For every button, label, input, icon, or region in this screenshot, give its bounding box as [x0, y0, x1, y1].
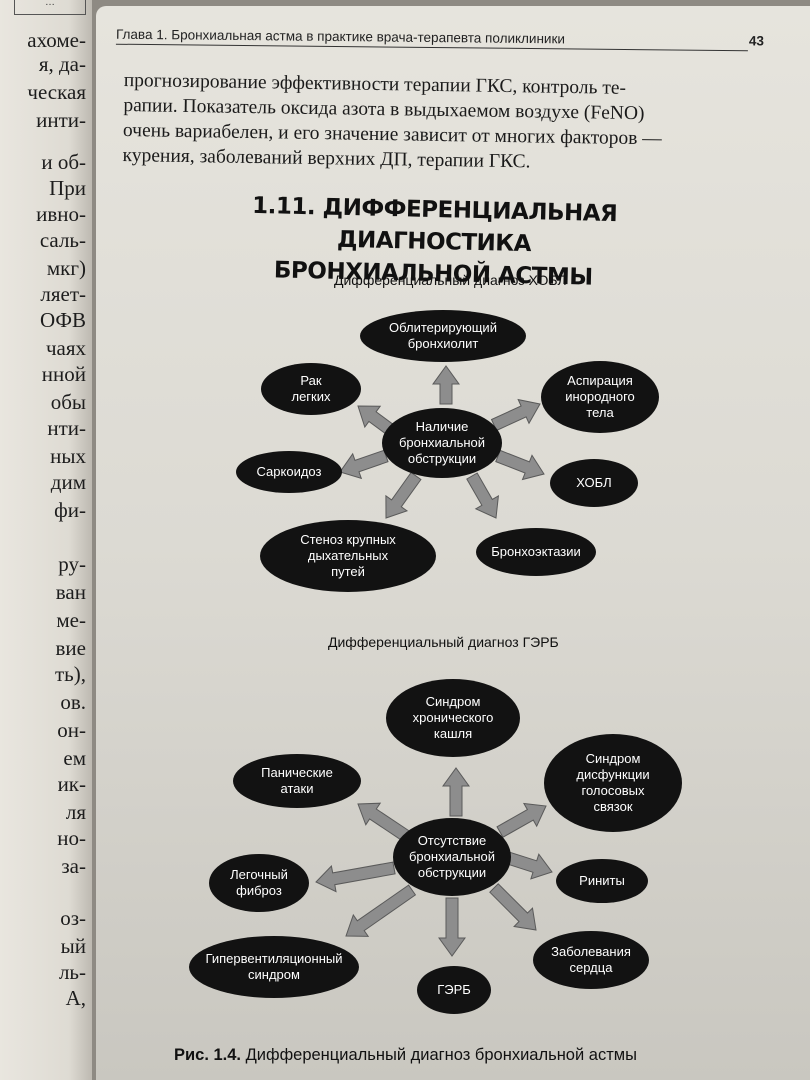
diagram-arrow — [385, 471, 422, 519]
diagram1-node — [261, 363, 361, 415]
left-page-top-mark: … — [14, 0, 86, 15]
left-page-fragment: ля — [65, 800, 86, 824]
left-page-fragment: я, да- — [38, 52, 86, 76]
diagram-arrow — [489, 883, 537, 931]
left-page-fragment: ль- — [58, 960, 86, 984]
left-page-fragment: нти- — [47, 416, 86, 440]
left-page-fragment: нной — [41, 362, 86, 386]
book-page: Глава 1. Бронхиальная астма в практике в… — [96, 6, 810, 1080]
left-page-fragment: за- — [61, 854, 86, 878]
left-page-fragment: и об- — [41, 150, 86, 174]
left-page-fragment: ик- — [57, 772, 86, 796]
diagram-arrow — [339, 449, 389, 480]
diagram-arrow — [357, 802, 410, 842]
left-page-fragment: А, — [65, 986, 86, 1010]
diagram2-node-label: ГЭРБ — [437, 982, 471, 997]
left-page-fragment: ть), — [55, 662, 86, 686]
diagram-arrow — [438, 897, 466, 957]
left-page-fragment: ных — [50, 444, 86, 468]
diagram-arrow — [496, 802, 547, 838]
figure-caption: Рис. 1.4. Дифференциальный диагноз бронх… — [174, 1046, 637, 1065]
left-page-fragment: саль- — [39, 228, 86, 252]
left-page-fragment: ме- — [56, 608, 86, 632]
diagram2-node — [544, 734, 682, 832]
diagram2-node — [209, 854, 309, 912]
diagram2-node — [233, 754, 361, 808]
diagram2-node — [386, 679, 520, 757]
left-page-fragment: оз- — [60, 906, 86, 930]
diagram1-node — [476, 528, 596, 576]
diagram-arrow — [432, 365, 460, 405]
diagram1-node — [260, 520, 436, 592]
left-page-fragment: фи- — [54, 498, 86, 522]
diagram1-node — [541, 361, 659, 433]
diagram-arrow — [495, 449, 545, 481]
differential-diagnosis-diagram — [189, 310, 682, 1014]
left-page-fragment: дим — [50, 470, 86, 494]
diagram2-node — [189, 936, 359, 998]
left-page-fragment: мкг) — [46, 256, 86, 280]
diagram1-node — [550, 459, 638, 507]
left-page-fragment: инти- — [36, 108, 86, 132]
diagram2-node — [556, 859, 648, 903]
diagram2-node — [417, 966, 491, 1014]
diagram2-center-node — [393, 818, 511, 896]
left-page-fragment: ахоме- — [27, 28, 86, 52]
diagram1-node-label: ХОБЛ — [576, 475, 612, 490]
figure-caption-text: Дифференциальный диагноз бронхиальной ас… — [241, 1046, 637, 1064]
left-page-fragment: При — [49, 176, 86, 200]
left-page-fragment: вие — [55, 636, 86, 660]
diagram-arrow — [490, 398, 541, 432]
left-page-fragment: ов. — [60, 690, 86, 714]
left-page-fragment: ческая — [27, 80, 86, 104]
diagram2-node-label: Риниты — [579, 873, 625, 888]
diagram1-node — [236, 451, 342, 493]
diagram-arrow — [442, 767, 470, 817]
diagram-arrow — [466, 472, 500, 519]
diagram-arrow — [345, 884, 417, 937]
left-page-fragment: ОФВ — [39, 308, 86, 332]
diagram1-subtitle: Дифференциальный диагноз ХОБЛ — [334, 272, 567, 288]
diagram1-node-label: Саркоидоз — [256, 464, 322, 479]
diagram1-center-node — [382, 408, 502, 478]
diagram-arrow — [505, 851, 553, 880]
figure-caption-label: Рис. 1.4. — [174, 1046, 242, 1064]
left-page-fragment: ем — [63, 746, 86, 770]
diagram2-subtitle: Дифференциальный диагноз ГЭРБ — [328, 634, 559, 650]
left-page-fragment: ляет- — [40, 282, 86, 306]
left-page-fragment: но- — [57, 826, 86, 850]
left-page-fragment: ру- — [58, 552, 86, 576]
left-page-fragment: обы — [50, 390, 86, 414]
left-page-fragment: ван — [55, 580, 86, 604]
diagram-arrow — [315, 861, 396, 893]
left-page-fragment: он- — [57, 718, 86, 742]
left-page-fragment: чаях — [45, 336, 86, 360]
left-page-fragment: ый — [60, 934, 86, 958]
diagram2-node — [533, 931, 649, 989]
diagram1-node-label: Бронхоэктазии — [491, 544, 581, 559]
left-page-fragment: ивно- — [36, 202, 86, 226]
diagram1-node — [360, 310, 526, 362]
